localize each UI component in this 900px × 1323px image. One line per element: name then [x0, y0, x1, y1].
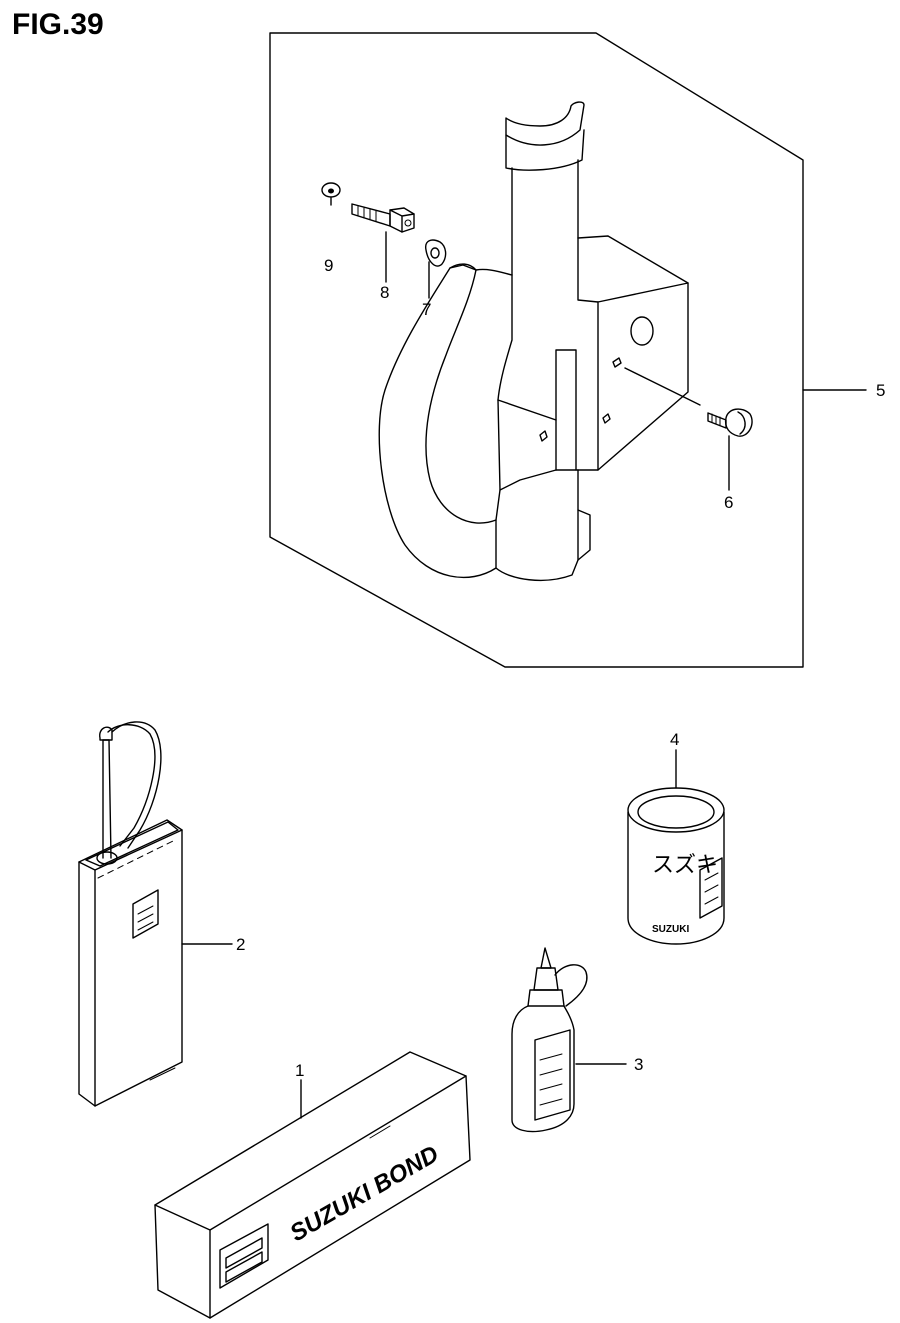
- paint-can-jp-print: スズキ: [652, 853, 718, 878]
- part-1-bond-box: SUZUKI BOND: [154, 1051, 471, 1319]
- callout-6: 6: [724, 493, 733, 512]
- part-8-bolt: [351, 203, 415, 233]
- callout-5: 5: [876, 381, 885, 400]
- callout-2: 2: [236, 935, 245, 954]
- paint-can-brand-print: SUZUKI: [652, 924, 689, 935]
- callout-1: 1: [295, 1061, 304, 1080]
- part-3-bottle: [511, 947, 627, 1133]
- bond-box-print: SUZUKI BOND: [286, 1140, 444, 1247]
- callout-8: 8: [380, 283, 389, 302]
- part-7-washer: [425, 239, 447, 267]
- callout-3: 3: [634, 1055, 643, 1074]
- callout-9: 9: [324, 256, 333, 275]
- callout-7: 7: [422, 300, 431, 319]
- figure-title: FIG.39: [12, 8, 104, 41]
- tank-assembly-drawing: [378, 101, 689, 582]
- part-2-oil-can: [78, 721, 233, 1107]
- part-6-screw: [707, 408, 753, 437]
- kit-boundary-outline: [269, 32, 804, 668]
- part-4-paint-can: スズキ SUZUKI: [627, 749, 725, 945]
- callout-4: 4: [670, 730, 679, 749]
- part-9-washer: [321, 182, 341, 198]
- leader-lines-upper: [330, 197, 867, 491]
- callout-labels: 1 2 3 4 5 6 7 8 9: [236, 256, 885, 1080]
